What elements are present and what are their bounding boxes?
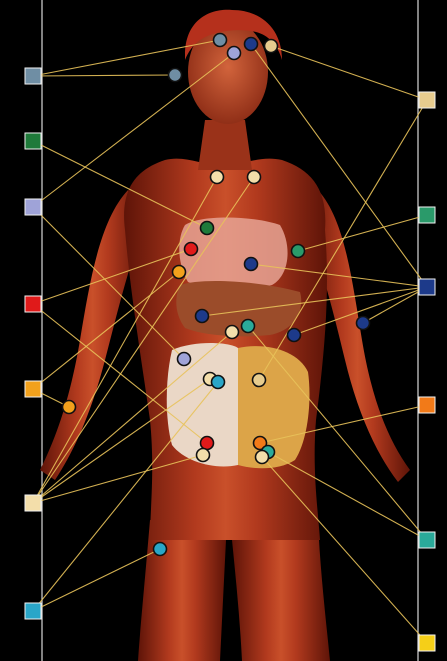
organ-marker-m11 — [245, 258, 258, 271]
organ-marker-m9 — [185, 243, 198, 256]
organ-marker-m3 — [228, 47, 241, 60]
organ-marker-m21 — [253, 374, 266, 387]
legend-square-right-R5 — [419, 532, 435, 548]
legend-square-left-L5 — [25, 381, 41, 397]
legend-square-left-L6 — [25, 495, 41, 511]
legend-square-left-L7 — [25, 603, 41, 619]
organ-marker-m4 — [245, 38, 258, 51]
organ-marker-m23 — [201, 437, 214, 450]
organ-marker-m20 — [212, 376, 225, 389]
legend-square-left-L1 — [25, 68, 41, 84]
organ-marker-m15 — [226, 326, 239, 339]
left-leg — [138, 520, 226, 661]
organ-marker-m27 — [256, 451, 269, 464]
organ-marker-m18 — [178, 353, 191, 366]
legend-square-right-R2 — [419, 207, 435, 223]
legend-square-right-R3 — [419, 279, 435, 295]
organ-marker-m22 — [63, 401, 76, 414]
legend-square-right-R6 — [419, 635, 435, 651]
organ-marker-m10 — [292, 245, 305, 258]
organ-marker-m6 — [211, 171, 224, 184]
legend-square-left-L2 — [25, 133, 41, 149]
organ-marker-m12 — [173, 266, 186, 279]
legend-square-right-R1 — [419, 92, 435, 108]
liver-stomach-region — [176, 281, 301, 336]
legend-square-left-L4 — [25, 296, 41, 312]
organ-marker-m5 — [265, 40, 278, 53]
neck — [198, 120, 252, 170]
organ-marker-m17 — [357, 317, 370, 330]
organ-marker-m28 — [154, 543, 167, 556]
legend-square-right-R4 — [419, 397, 435, 413]
organ-marker-m24 — [197, 449, 210, 462]
legend-square-left-L3 — [25, 199, 41, 215]
organ-marker-m8 — [201, 222, 214, 235]
organ-marker-m14 — [242, 320, 255, 333]
organ-marker-m16 — [288, 329, 301, 342]
right-leg — [232, 520, 330, 661]
organ-marker-m13 — [196, 310, 209, 323]
organ-marker-m1 — [169, 69, 182, 82]
organ-marker-m7 — [248, 171, 261, 184]
organ-marker-m2 — [214, 34, 227, 47]
